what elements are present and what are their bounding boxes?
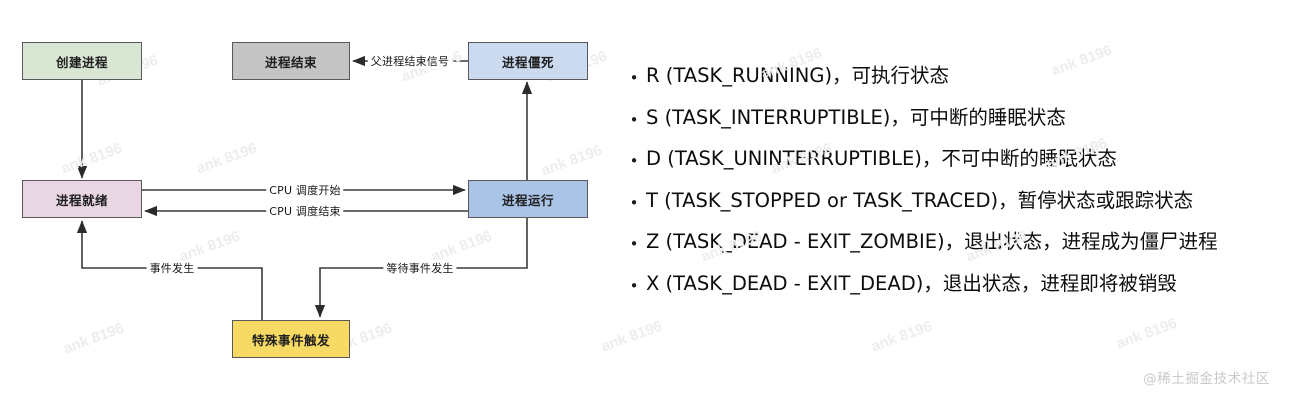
brand-watermark: @稀土掘金技术社区 <box>1143 371 1270 387</box>
state-description: R (TASK_RUNNING)，可执行状态 <box>646 64 950 87</box>
node-process-end[interactable]: 进程结束 <box>232 42 350 80</box>
node-process-running[interactable]: 进程运行 <box>468 180 588 218</box>
bullet-icon: • <box>629 110 639 129</box>
list-item: • T (TASK_STOPPED or TASK_TRACED)，暂停状态或跟… <box>622 189 1287 231</box>
list-item: • X (TASK_DEAD - EXIT_DEAD)，退出状态，进程即将被销毁 <box>622 272 1287 314</box>
process-state-list: • R (TASK_RUNNING)，可执行状态 • S (TASK_INTER… <box>622 64 1287 313</box>
state-description: Z (TASK_DEAD - EXIT_ZOMBIE)，退出状态，进程成为僵尸进… <box>646 230 1218 253</box>
list-item: • S (TASK_INTERRUPTIBLE)，可中断的睡眠状态 <box>622 106 1287 148</box>
state-description: D (TASK_UNINTERRUPTIBLE)，不可中断的睡眠状态 <box>646 147 1117 170</box>
node-special-event[interactable]: 特殊事件触发 <box>232 320 350 358</box>
list-item: • Z (TASK_DEAD - EXIT_ZOMBIE)，退出状态，进程成为僵… <box>622 230 1287 272</box>
edge-label-wait-event: 等待事件发生 <box>383 260 457 276</box>
edge-label-sched-end: CPU 调度结束 <box>266 203 344 219</box>
bullet-icon: • <box>629 193 639 212</box>
bullet-icon: • <box>629 69 639 87</box>
edge-label-parent-signal: 父进程结束信号 <box>367 53 453 69</box>
bullet-icon: • <box>629 235 639 253</box>
edge-label-sched-start: CPU 调度开始 <box>266 182 344 198</box>
state-description: X (TASK_DEAD - EXIT_DEAD)，退出状态，进程即将被销毁 <box>646 271 1177 295</box>
edge-label-event-occur: 事件发生 <box>146 260 198 276</box>
node-create-process[interactable]: 创建进程 <box>22 42 142 80</box>
state-description: T (TASK_STOPPED or TASK_TRACED)，暂停状态或跟踪状… <box>646 188 1194 212</box>
node-process-ready[interactable]: 进程就绪 <box>22 180 142 218</box>
process-state-diagram: 创建进程 进程结束 进程僵死 进程就绪 进程运行 特殊事件触发 父进程结束信号 … <box>0 0 620 401</box>
node-process-zombie[interactable]: 进程僵死 <box>468 42 588 80</box>
list-item: • R (TASK_RUNNING)，可执行状态 <box>622 64 1287 106</box>
state-description: S (TASK_INTERRUPTIBLE)，可中断的睡眠状态 <box>646 105 1066 129</box>
background-watermark: ank 8196 <box>869 317 935 356</box>
bullet-icon: • <box>629 152 639 170</box>
background-watermark: ank 8196 <box>1114 314 1180 353</box>
list-item: • D (TASK_UNINTERRUPTIBLE)，不可中断的睡眠状态 <box>622 147 1287 189</box>
bullet-icon: • <box>629 276 639 295</box>
